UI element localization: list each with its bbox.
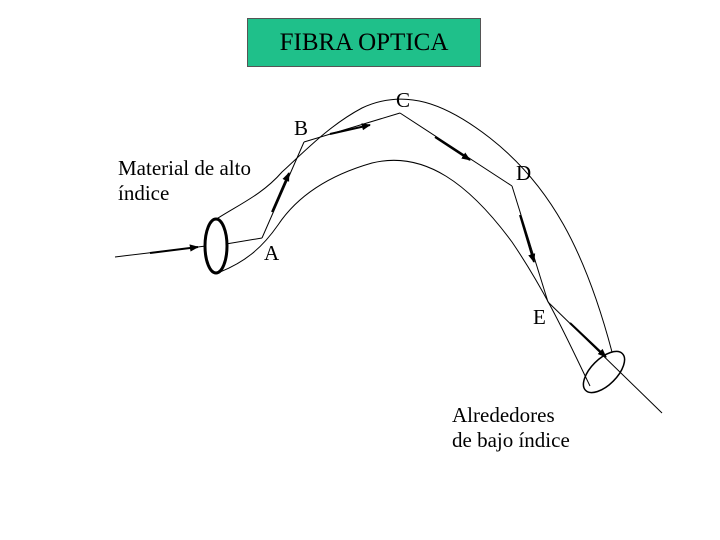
fiber-exit-ellipse xyxy=(582,350,626,394)
ray-b-to-c-arrow xyxy=(329,123,371,135)
ray-b-to-c-line xyxy=(303,112,401,143)
label-point-a: A xyxy=(264,241,280,265)
ray-d-to-e-arrow xyxy=(519,214,536,263)
ray-a-to-b-arrow xyxy=(271,172,290,213)
ray-inside-entrance xyxy=(225,237,263,245)
label-point-d: D xyxy=(516,161,532,185)
ray-e-to-exit-line xyxy=(547,301,663,414)
label-point-c: C xyxy=(396,88,411,112)
ray-c-to-d-line xyxy=(399,112,513,187)
ray-a-to-b-line xyxy=(261,141,305,239)
ray-e-to-exit-arrow xyxy=(569,322,607,358)
label-high-index-material: Material de alto índice xyxy=(118,156,251,206)
label-low-index-surroundings: Alrededores de bajo índice xyxy=(452,403,570,453)
label-point-b: B xyxy=(294,116,309,140)
label-point-e: E xyxy=(533,305,546,329)
diagram-title: FIBRA OPTICA xyxy=(247,18,481,67)
ray-c-to-d-arrow xyxy=(434,136,471,161)
fiber-upper-wall xyxy=(214,98,613,353)
fiber-lower-wall xyxy=(219,159,591,387)
fiber-entrance-ellipse xyxy=(203,217,229,275)
ray-d-to-e-line xyxy=(511,185,549,303)
ray-incoming-arrow xyxy=(149,244,199,254)
